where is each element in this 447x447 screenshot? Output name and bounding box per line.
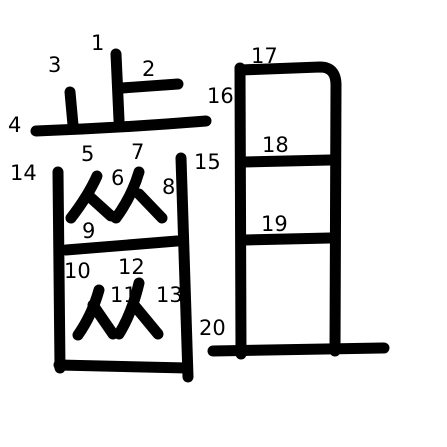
- stroke-number-18: 18: [262, 133, 289, 157]
- stroke-number-7: 7: [131, 140, 144, 164]
- stroke-number-20: 20: [199, 316, 226, 340]
- stroke-7: [110, 166, 145, 224]
- stroke-number-6: 6: [111, 166, 124, 190]
- stroke-number-12: 12: [118, 255, 145, 279]
- stroke-number-17: 17: [251, 44, 278, 68]
- stroke-15b: [175, 152, 194, 383]
- stroke-number-8: 8: [162, 175, 175, 199]
- stroke-number-14: 14: [10, 161, 37, 185]
- stroke-3: [64, 86, 79, 131]
- stroke-10: [72, 284, 105, 341]
- stroke-number-19: 19: [261, 212, 288, 236]
- stroke-4: [30, 115, 212, 137]
- stroke-17: [234, 61, 342, 357]
- stroke-number-9: 9: [82, 219, 95, 243]
- stroke-number-4: 4: [8, 113, 21, 137]
- stroke-11: [87, 299, 119, 340]
- stroke-number-10: 10: [64, 259, 91, 283]
- stroke-18: [237, 154, 336, 168]
- stroke-14: [52, 166, 66, 374]
- stroke-number-11: 11: [110, 283, 137, 307]
- stroke-16: [234, 62, 247, 360]
- stroke-number-2: 2: [142, 57, 155, 81]
- stroke-6: [84, 191, 117, 222]
- stroke-number-3: 3: [48, 53, 61, 77]
- stroke-15: [53, 359, 193, 374]
- stroke-19: [238, 232, 336, 246]
- stroke-number-16: 16: [207, 84, 234, 108]
- stroke-number-15: 15: [194, 150, 221, 174]
- stroke-9: [60, 235, 183, 256]
- stroke-2: [116, 78, 184, 94]
- stroke-number-1: 1: [91, 31, 104, 55]
- stroke-20: [207, 342, 390, 357]
- stroke-number-5: 5: [81, 142, 94, 166]
- stroke-8: [133, 188, 168, 224]
- stroke-13: [128, 299, 164, 340]
- stroke-number-13: 13: [156, 283, 183, 307]
- stroke-12: [113, 277, 145, 340]
